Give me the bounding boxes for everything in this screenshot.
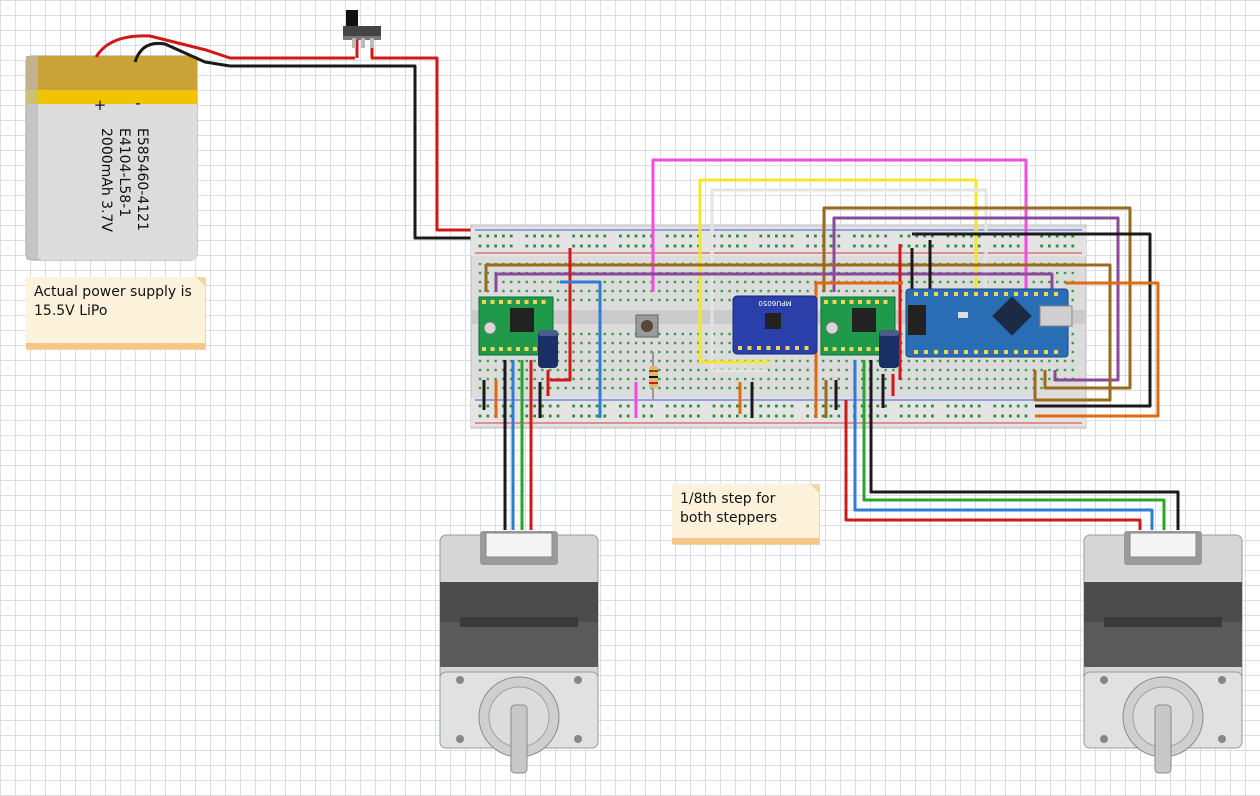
resistor [649,352,658,400]
battery-label-line3: 2000mAh 3.7V [98,128,114,232]
motor-wires [503,360,1180,530]
capacitor-2 [879,330,899,368]
imu-label: MPU6050 [758,299,791,307]
power-note-line2: 15.5V LiPo [34,303,108,319]
step-mode-note: 1/8th step for both steppers [672,484,819,544]
power-note-line1: Actual power supply is [34,284,192,300]
battery-label-line2: E4104-L58-1 [116,128,132,217]
imu-module[interactable]: MPU6050 [732,295,818,355]
power-supply-note: Actual power supply is 15.5V LiPo [26,277,205,349]
arduino-nano[interactable] [905,288,1073,358]
battery-label-line1: E585460-4121 [134,128,150,231]
battery-plus-label: + [94,96,107,114]
step-note-line2: both steppers [680,510,778,526]
step-note-line1: 1/8th step for [680,491,776,507]
battery-minus-label: - [135,94,140,112]
capacitor-1 [538,330,558,368]
stepper-motor-1[interactable] [439,531,599,774]
stepper-motor-2[interactable] [1083,531,1243,774]
lipo-battery[interactable]: + - E585460-4121 E4104-L58-1 2000mAh 3.7… [25,55,198,261]
slide-switch[interactable] [343,10,381,48]
push-button[interactable] [635,314,659,338]
power-wires [94,34,505,240]
